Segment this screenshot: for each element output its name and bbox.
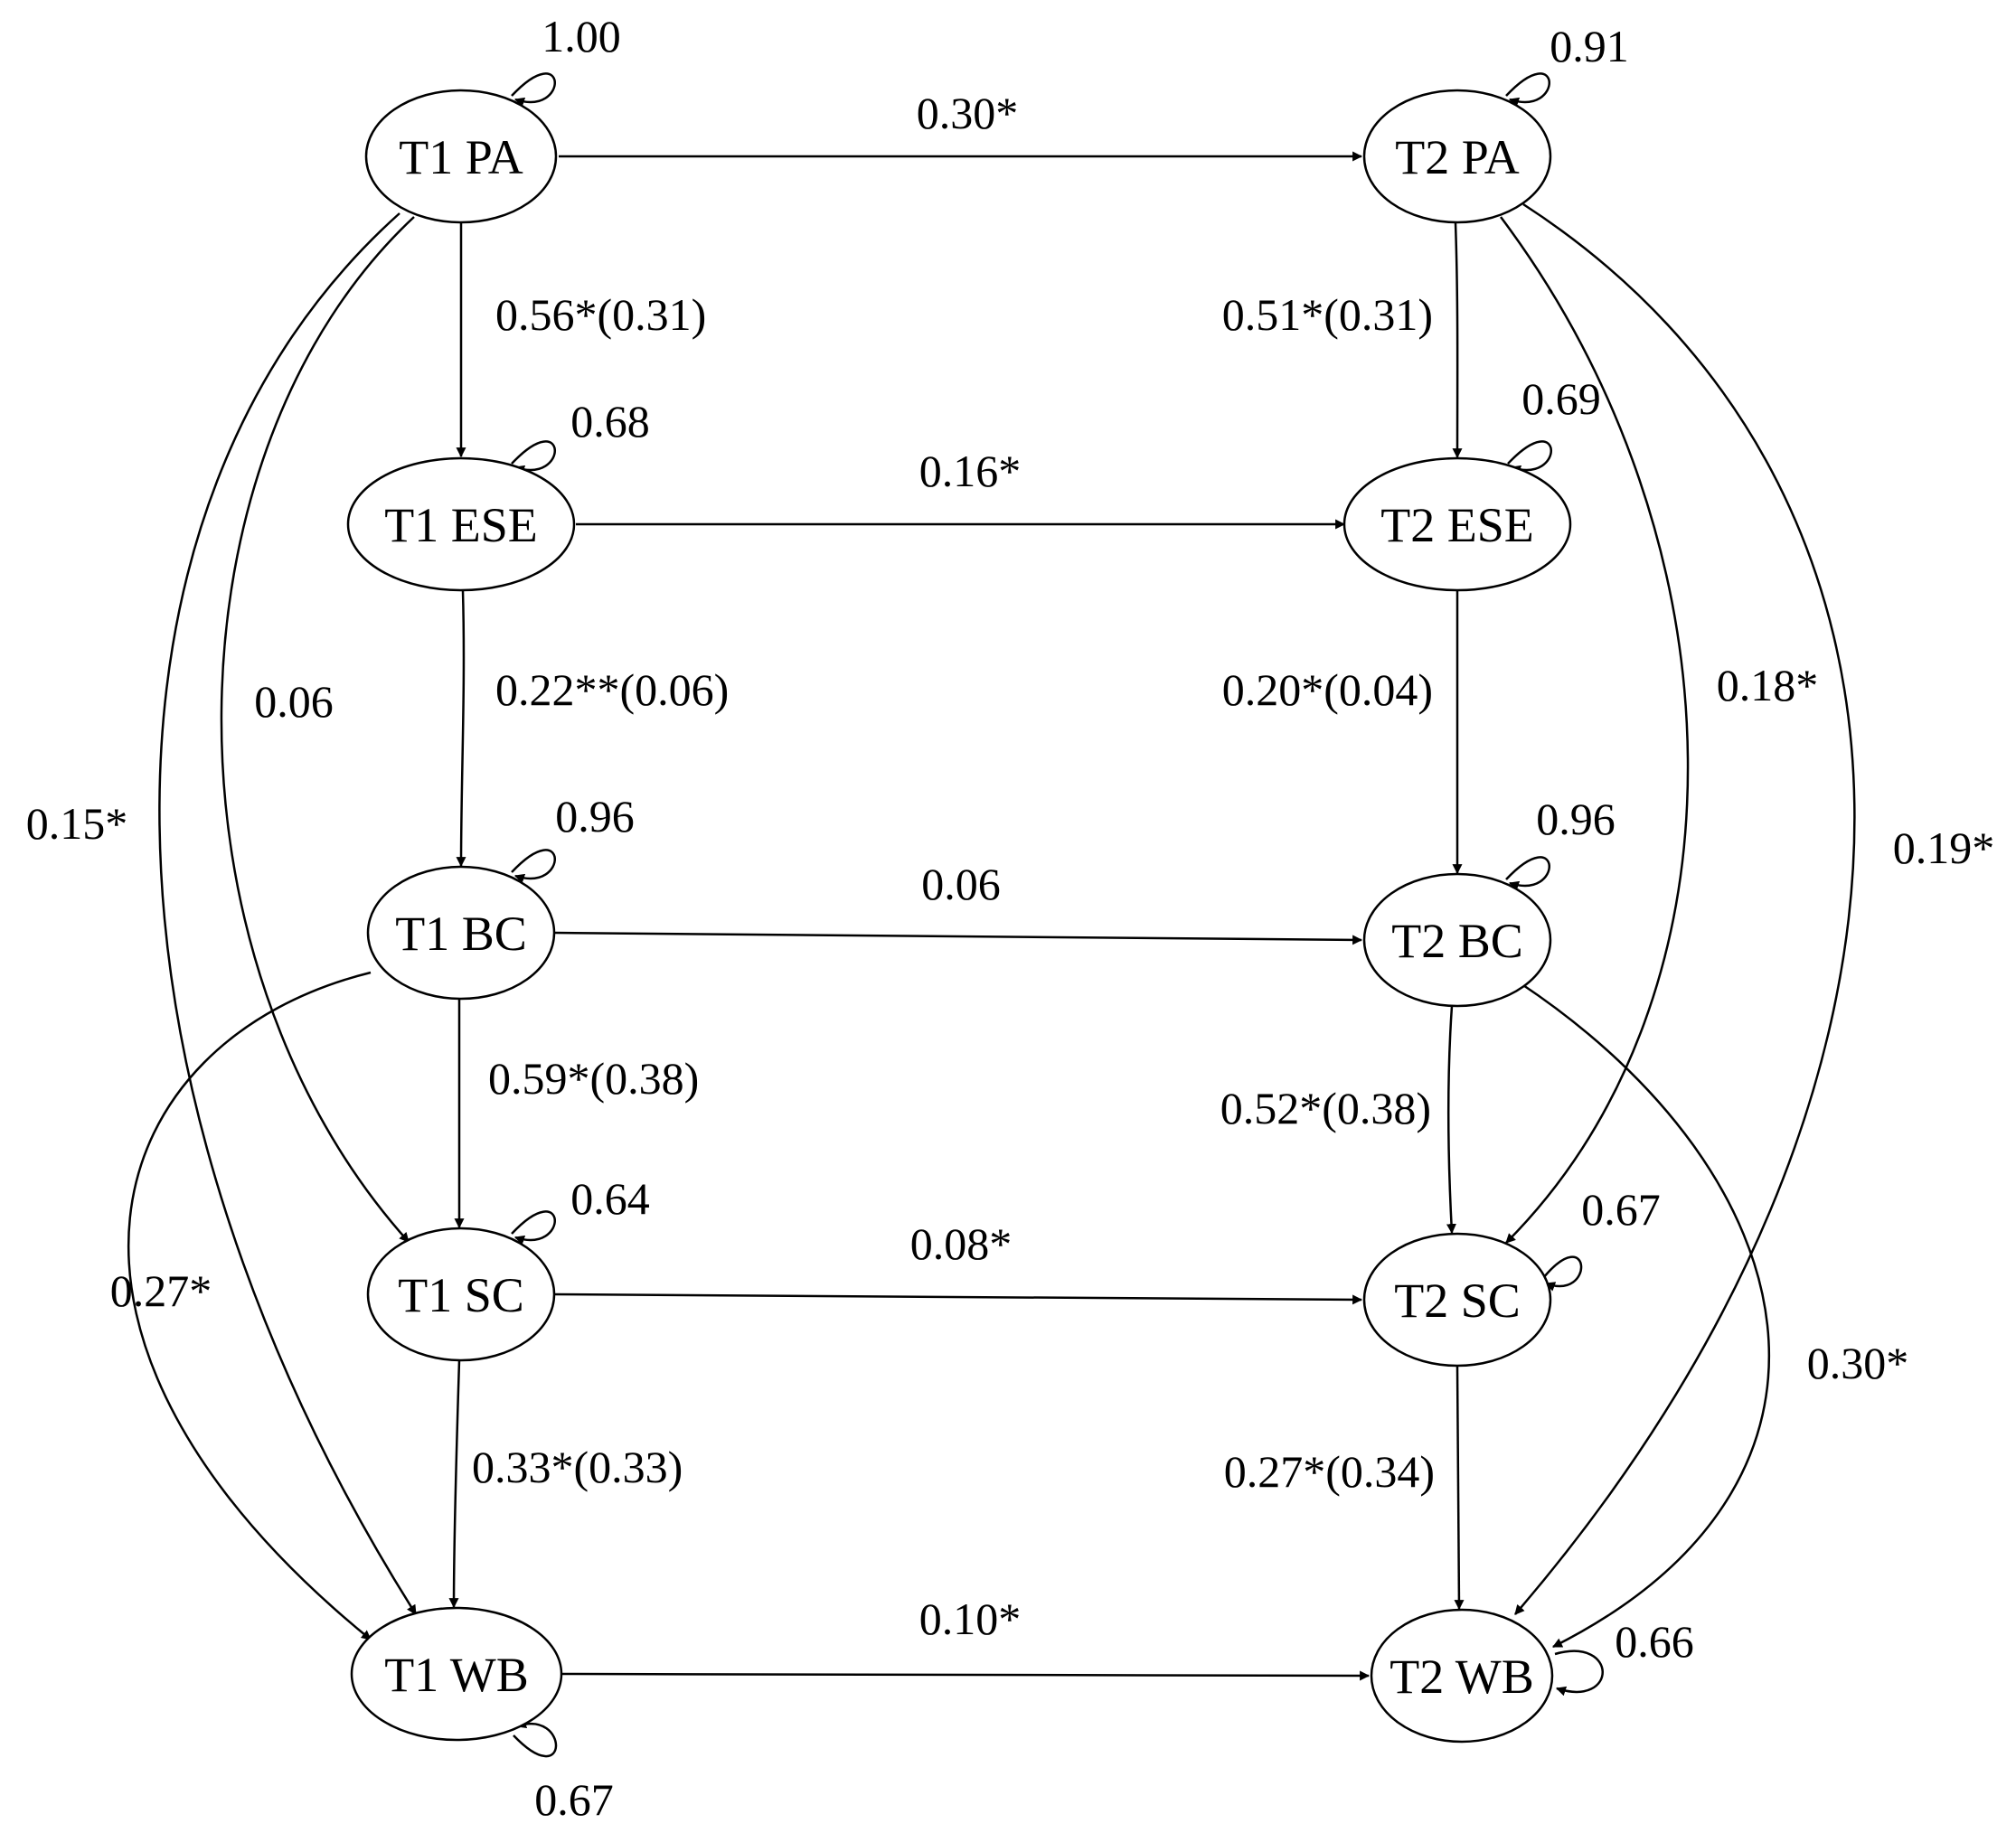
self-loop-t2wb — [1554, 1650, 1604, 1697]
edge-t2pa-t2ese — [1452, 222, 1463, 459]
edge-label-t1bc-t2bc: 0.06 — [921, 859, 1001, 909]
node-label: T2 ESE — [1380, 498, 1534, 552]
edge-label-t2pa-t2sc: 0.18* — [1717, 660, 1819, 710]
edge-label-t2bc-t2wb: 0.30* — [1807, 1338, 1909, 1388]
node-t1ese: T1 ESE — [346, 456, 576, 592]
node-label: T1 ESE — [384, 498, 538, 552]
self-loop-label-t1sc: 0.64 — [570, 1173, 650, 1224]
edge-label-t1wb-t2wb: 0.10* — [919, 1593, 1022, 1644]
node-label: T2 WB — [1390, 1650, 1534, 1704]
edge-t1sc-t2sc — [554, 1292, 1363, 1305]
node-label: T2 SC — [1394, 1274, 1521, 1328]
node-label: T1 SC — [398, 1268, 524, 1322]
self-loop-t1ese — [511, 440, 556, 475]
self-loop-label-t1bc: 0.96 — [555, 791, 635, 841]
self-loop-label-t2pa: 0.91 — [1550, 21, 1629, 71]
node-shape — [1362, 872, 1552, 1008]
node-t2wb: T2 WB — [1370, 1608, 1554, 1744]
edge-label-t1pa-t1sc: 0.06 — [254, 676, 334, 727]
node-label: T1 WB — [384, 1648, 529, 1702]
node-shape — [366, 1227, 556, 1362]
edge-label-t2pa-t2ese: 0.51*(0.31) — [1222, 289, 1433, 340]
edge-label-t1bc-t1sc: 0.59*(0.38) — [488, 1053, 699, 1104]
self-loops — [511, 72, 1604, 1758]
edge-label-t2sc-t2wb: 0.27*(0.34) — [1224, 1446, 1435, 1497]
node-shape — [350, 1606, 563, 1742]
self-loop-labels: 1.00 0.68 0.96 0.64 0.67 0.91 0.69 0.96 … — [534, 11, 1694, 1825]
edge-label-t1bc-t1wb: 0.27* — [110, 1265, 212, 1316]
edge-t1pa-t1wb — [158, 212, 418, 1615]
edge-t2bc-t2wb — [1520, 982, 1770, 1649]
edge-t2sc-t2wb — [1454, 1366, 1465, 1611]
node-shape — [366, 865, 556, 1001]
edge-label-t1pa-t1ese: 0.56*(0.31) — [495, 289, 706, 340]
edge-label-t1ese-t1bc: 0.22**(0.06) — [495, 664, 729, 715]
node-label: T2 PA — [1395, 130, 1520, 184]
edge-label-t1pa-t2pa: 0.30* — [917, 88, 1019, 138]
node-t1bc: T1 BC — [366, 865, 556, 1001]
self-loop-t1wb — [513, 1718, 558, 1758]
node-label: T2 BC — [1391, 914, 1523, 968]
edge-t2bc-t2sc — [1446, 1005, 1456, 1235]
node-t2sc: T2 SC — [1362, 1232, 1552, 1368]
edge-label-t2pa-t2wb: 0.19* — [1893, 822, 1995, 873]
node-shape — [1362, 1232, 1552, 1368]
self-loop-t1sc — [511, 1210, 556, 1246]
edge-t1ese-t1bc — [456, 590, 466, 868]
edge-label-t2ese-t2bc: 0.20*(0.04) — [1222, 664, 1433, 715]
self-loop-t2pa — [1505, 72, 1550, 108]
node-t1sc: T1 SC — [366, 1227, 556, 1362]
edge-label-t1sc-t2sc: 0.08* — [910, 1218, 1013, 1269]
node-shape — [1342, 456, 1572, 592]
edge-label-t2bc-t2sc: 0.52*(0.38) — [1220, 1083, 1431, 1133]
self-loop-label-t1wb: 0.67 — [534, 1774, 614, 1825]
self-loop-t2sc — [1542, 1255, 1583, 1292]
node-t2ese: T2 ESE — [1342, 456, 1572, 592]
edge-t2pa-t2sc — [1499, 216, 1690, 1244]
self-loop-label-t1ese: 0.68 — [570, 396, 650, 446]
self-loop-label-t2ese: 0.69 — [1521, 373, 1601, 424]
node-shape — [364, 89, 558, 224]
edge-label-t1sc-t1wb: 0.33*(0.33) — [472, 1442, 683, 1492]
self-loop-label-t1pa: 1.00 — [542, 11, 621, 61]
node-label: T1 PA — [399, 130, 523, 184]
edge-t1bc-t1wb — [127, 971, 372, 1640]
edge-t1wb-t2wb — [561, 1670, 1371, 1681]
node-shape — [1362, 89, 1552, 224]
edge-label-t1pa-t1wb: 0.15* — [26, 798, 128, 849]
self-loop-t1pa — [511, 72, 556, 108]
node-t2bc: T2 BC — [1362, 872, 1552, 1008]
edge-labels: 0.30* 0.16* 0.06 0.08* 0.10* 0.56*(0.31)… — [26, 88, 1995, 1644]
node-t1pa: T1 PA — [364, 89, 558, 224]
self-loop-t2bc — [1505, 856, 1550, 891]
edge-t1sc-t1wb — [448, 1359, 461, 1609]
node-label: T1 BC — [395, 907, 527, 961]
edge-t1bc-t2bc — [554, 931, 1363, 945]
edge-t2pa-t2wb — [1514, 202, 1856, 1615]
self-loop-label-t2sc: 0.67 — [1581, 1184, 1661, 1235]
self-loop-t1bc — [511, 849, 556, 884]
nodes: T1 PA T1 ESE T1 BC T1 SC T1 WB T2 PA T2 … — [346, 89, 1572, 1744]
edges — [127, 151, 1856, 1681]
edge-t1pa-t1sc — [220, 216, 415, 1243]
node-t1wb: T1 WB — [350, 1606, 563, 1742]
edge-label-t1ese-t2ese: 0.16* — [919, 446, 1022, 496]
self-loop-label-t2bc: 0.96 — [1536, 794, 1616, 844]
node-shape — [346, 456, 576, 592]
self-loop-t2ese — [1507, 440, 1552, 475]
node-shape — [1370, 1608, 1554, 1744]
self-loop-label-t2wb: 0.66 — [1615, 1616, 1694, 1667]
node-t2pa: T2 PA — [1362, 89, 1552, 224]
